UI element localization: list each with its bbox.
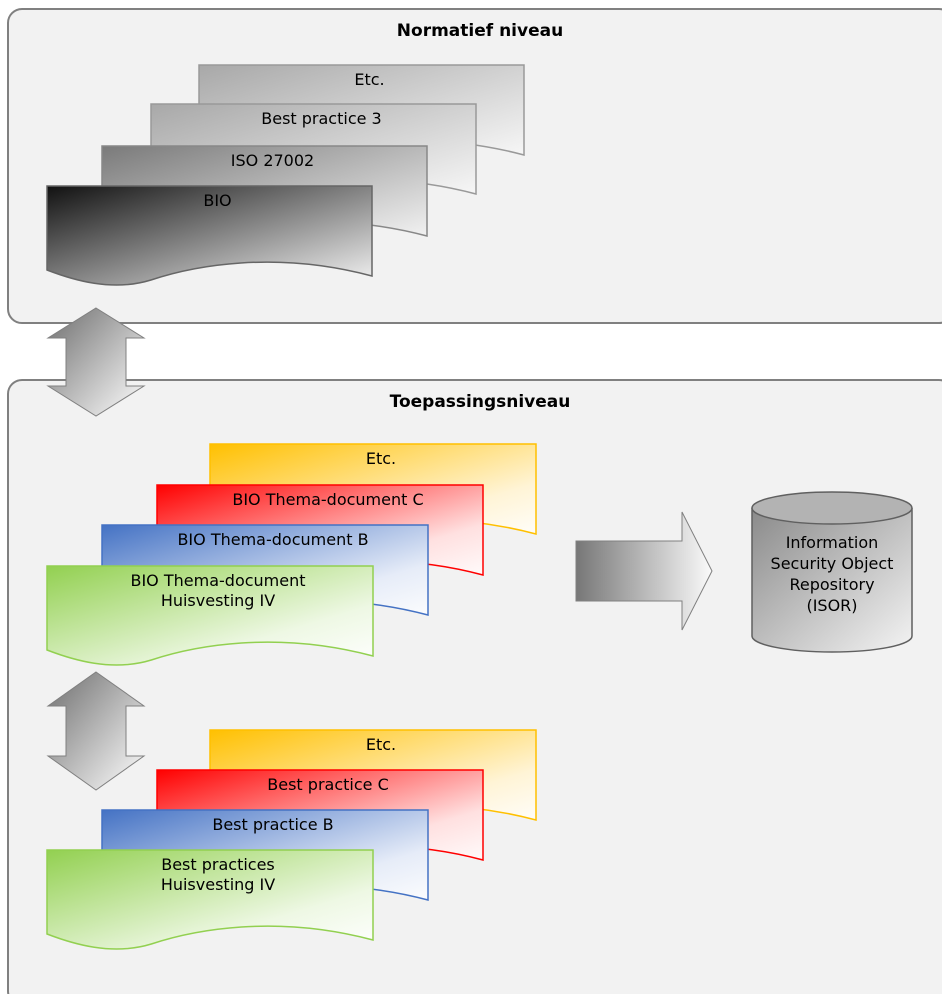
normative-panel-title: Normatief niveau — [397, 21, 563, 41]
document-label: BIO Thema-document B — [177, 530, 368, 549]
document-label: Etc. — [366, 735, 396, 754]
double-arrow-icon — [46, 307, 146, 417]
document-label: Etc. — [354, 70, 384, 89]
document-label: Best practice B — [212, 815, 333, 834]
arrow-right-icon — [575, 511, 713, 631]
document-shape — [46, 185, 373, 286]
document-label: Etc. — [366, 449, 396, 468]
document-label: BIO Thema-document C — [232, 490, 423, 509]
document-label: ISO 27002 — [231, 151, 314, 170]
document-shape — [46, 565, 374, 666]
document-label: BIO — [203, 191, 231, 210]
best-practice-document-stack: Etc. Best practice C Best practice B Best p… — [46, 729, 537, 950]
repository-cylinder-icon — [751, 491, 913, 653]
document-shape — [46, 849, 374, 950]
document-label: Best practice 3 — [261, 109, 381, 128]
double-arrow-icon — [46, 671, 146, 791]
thema-document-stack: Etc. BIO Thema-document C BIO Thema-docume… — [46, 443, 537, 666]
document-label: Best practice C — [267, 775, 388, 794]
application-panel-title: Toepassingsniveau — [390, 392, 571, 412]
